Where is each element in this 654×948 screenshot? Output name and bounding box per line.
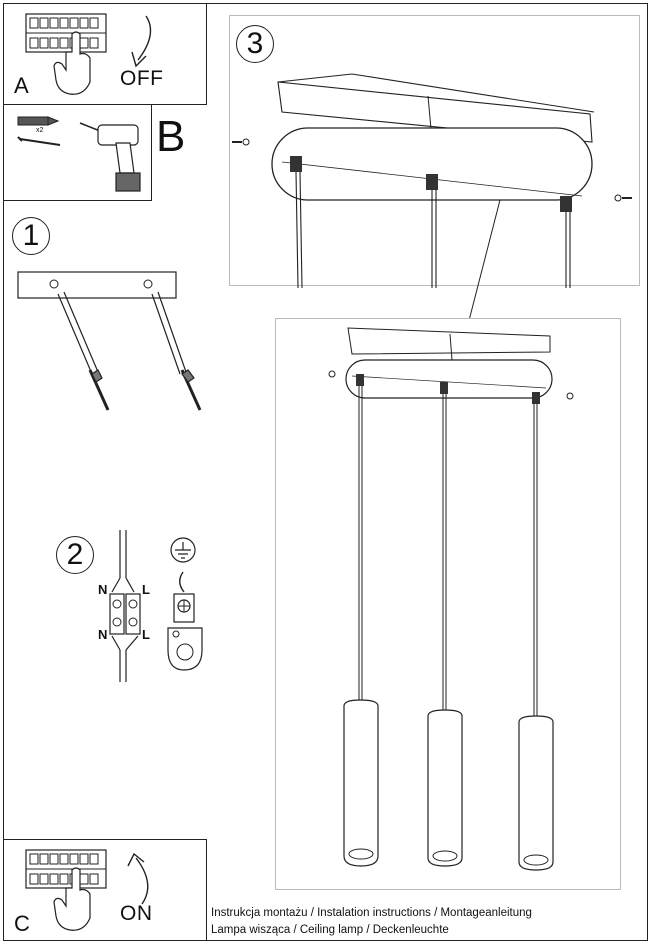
terminal-block-diagram [109, 530, 141, 682]
panel-b: x2 B [3, 104, 185, 201]
live-label-bottom: L [142, 627, 150, 642]
off-label: OFF [120, 67, 164, 90]
assembled-pendant-lamp [328, 327, 574, 871]
quantity-label: x2 [36, 127, 44, 134]
on-label: ON [120, 902, 153, 925]
arrow-up-icon [127, 852, 149, 905]
footer-line-2: Lampa wisząca / Ceiling lamp / Deckenleu… [211, 924, 449, 936]
step-1-ceiling-anchors [17, 271, 202, 411]
panel-b-label: B [156, 112, 186, 161]
step-2-badge: 2 [56, 536, 94, 574]
step-2-number: 2 [66, 538, 84, 571]
panel-a-label: A [14, 73, 29, 98]
panel-c-label: C [14, 911, 30, 936]
arrow-down-icon [131, 15, 152, 68]
canopy-mounting-diagram [232, 73, 632, 341]
step-1-badge: 1 [12, 217, 50, 255]
live-label-top: L [142, 582, 150, 597]
neutral-label-top: N [98, 582, 108, 597]
step-3-number: 3 [246, 27, 264, 60]
breaker-icon [25, 13, 107, 95]
ground-terminal-diagram [167, 537, 203, 671]
breaker-icon [25, 849, 107, 931]
dowel-screw-icon [17, 116, 61, 146]
step-1-number: 1 [22, 219, 40, 252]
footer-line-1: Instrukcja montażu / Instalation instruc… [211, 907, 532, 919]
page-frame [3, 3, 648, 941]
panel-c: C ON [3, 839, 207, 941]
panel-a: A OFF [3, 3, 207, 105]
drill-icon [79, 122, 141, 192]
step-3-badge: 3 [236, 25, 274, 63]
neutral-label-bottom: N [98, 627, 108, 642]
